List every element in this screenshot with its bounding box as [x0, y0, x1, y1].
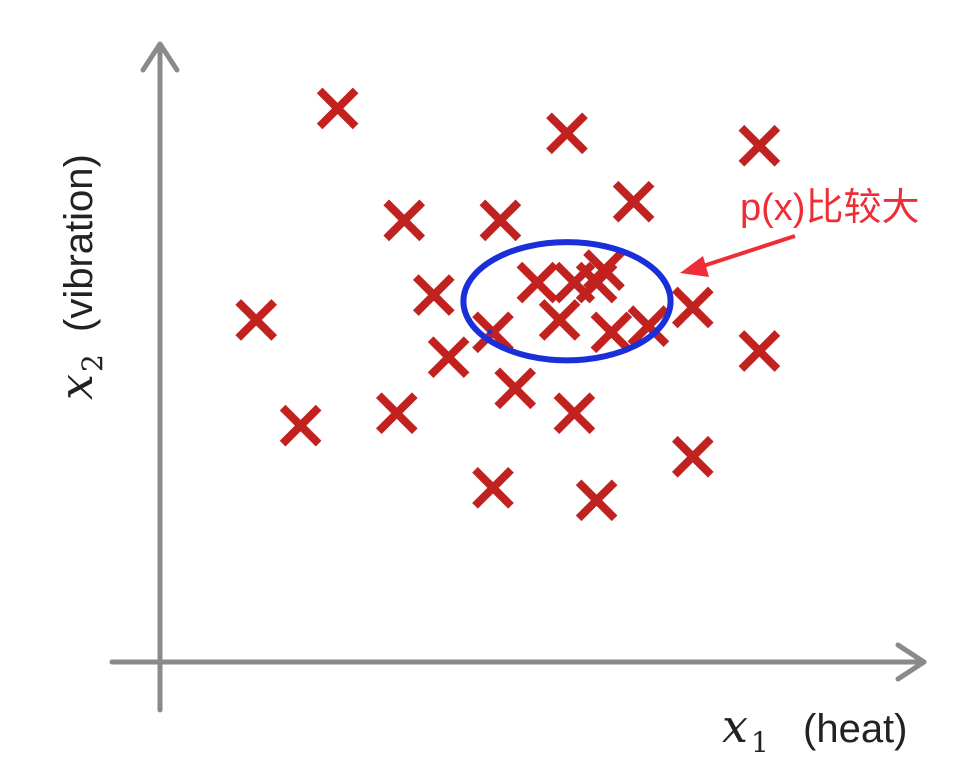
data-point-19	[575, 479, 618, 522]
data-point-stroke-b	[738, 330, 781, 372]
data-point-12	[494, 367, 537, 410]
data-point-6	[412, 274, 455, 316]
data-point-stroke-b	[494, 367, 537, 410]
x-axis-arrowhead	[895, 642, 927, 682]
x-axis-text: (heat)	[803, 707, 908, 751]
data-point-20	[590, 311, 633, 354]
annotation-text: p(x)比较大	[740, 187, 919, 229]
data-point-9	[479, 199, 522, 242]
pen-dot	[487, 329, 493, 335]
data-point-stroke-b	[590, 311, 633, 354]
data-point-stroke-b	[472, 311, 514, 354]
data-point-stroke-b	[479, 199, 522, 242]
data-point-14	[538, 299, 581, 341]
data-point-13	[546, 112, 588, 155]
data-point-stroke-b	[671, 286, 714, 329]
data-point-stroke-b	[427, 336, 470, 379]
data-point-10	[516, 261, 559, 304]
data-point-23	[671, 286, 714, 329]
data-point-11	[472, 311, 514, 354]
data-point-stroke-b	[412, 274, 455, 316]
high-density-ellipse	[460, 239, 674, 364]
y-axis-var: x	[49, 374, 103, 400]
data-point-25	[738, 124, 781, 167]
data-point-16	[553, 392, 596, 435]
data-point-4	[383, 199, 426, 242]
data-point-stroke-b	[516, 261, 559, 304]
data-point-stroke-b	[612, 180, 655, 223]
annotation-arrowhead	[680, 256, 709, 277]
data-point-stroke-b	[575, 479, 618, 522]
data-point-7	[427, 336, 470, 379]
annotation-arrow-line	[699, 234, 796, 269]
data-point-stroke-b	[375, 392, 418, 435]
data-point-5	[375, 392, 418, 435]
data-point-22	[627, 305, 670, 347]
data-point-stroke-b	[627, 305, 670, 347]
y-axis-arrowhead	[140, 41, 180, 73]
data-point-stroke-b	[279, 404, 322, 447]
data-point-stroke-b	[671, 435, 714, 478]
data-point-2	[235, 299, 278, 341]
data-point-1	[316, 87, 359, 130]
data-point-8	[472, 467, 514, 509]
data-point-3	[279, 404, 322, 447]
x-axis-var: x	[722, 699, 748, 753]
data-point-26	[738, 330, 781, 372]
data-point-stroke-b	[383, 199, 426, 242]
data-point-stroke-b	[738, 124, 781, 167]
data-point-stroke-b	[472, 467, 514, 509]
data-point-stroke-b	[316, 87, 359, 130]
data-point-stroke-b	[538, 299, 581, 341]
x-axis-subscript: 1	[751, 726, 769, 759]
y-axis-subscript: 2	[76, 354, 109, 372]
data-points	[235, 87, 781, 522]
data-point-stroke-b	[583, 249, 625, 291]
data-point-18	[583, 249, 625, 291]
data-point-stroke-b	[553, 392, 596, 435]
x-axis-label: x 1 (heat)	[722, 699, 908, 759]
data-point-21	[612, 180, 655, 223]
data-point-stroke-b	[546, 112, 588, 155]
data-point-stroke-b	[235, 299, 278, 341]
y-axis-label: x 2 (vibration)	[49, 154, 109, 400]
y-axis-text: (vibration)	[57, 154, 101, 332]
data-point-24	[671, 435, 714, 478]
